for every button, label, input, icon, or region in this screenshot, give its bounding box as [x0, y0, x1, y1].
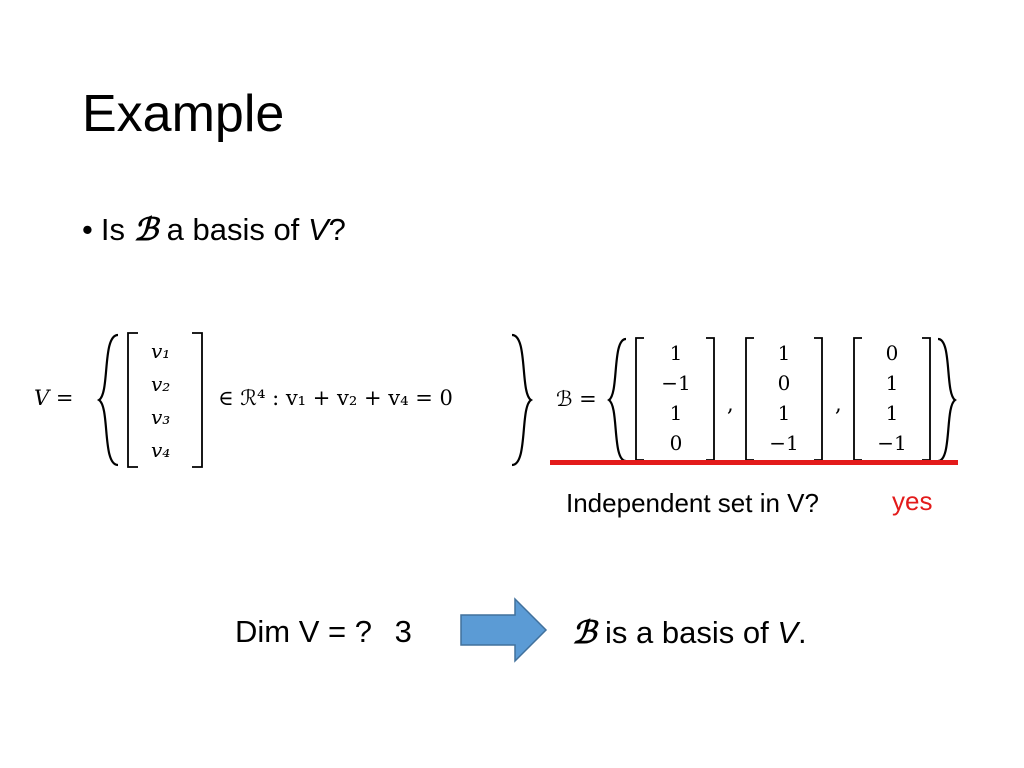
- basis-symbol: ℬ: [572, 615, 597, 651]
- b-vector-2: 1 0 1 −1: [749, 338, 819, 458]
- b-entry: −1: [769, 431, 799, 455]
- v-entry: v₂: [151, 372, 171, 396]
- b-vec2-right-bracket: [814, 337, 823, 461]
- v-entry: v₄: [151, 438, 171, 462]
- bullet-var: V: [307, 212, 329, 247]
- bullet-middle: a basis of: [166, 212, 300, 247]
- b-entry: 1: [885, 371, 899, 395]
- bullet-prefix: Is: [100, 212, 125, 247]
- b-entry: 0: [777, 371, 791, 395]
- independent-question: Independent set in V?: [566, 488, 819, 518]
- dimension-answer: 3: [394, 614, 412, 649]
- b-entry: 0: [669, 431, 683, 455]
- b-separator: ,: [727, 392, 734, 416]
- b-entry: 1: [777, 401, 791, 425]
- v-entry: v₃: [151, 405, 171, 429]
- bullet-suffix: ?: [328, 212, 346, 247]
- v-left-bracket: [127, 332, 138, 468]
- v-vector: v₁ v₂ v₃ v₄: [151, 335, 170, 467]
- independent-underline: [550, 460, 958, 465]
- v-entry: v₁: [151, 339, 171, 363]
- bullet-marker: •: [82, 212, 93, 247]
- b-entry: 1: [777, 341, 791, 365]
- dimension-line: Dim V = ? 3: [235, 612, 412, 652]
- v-right-bracket: [192, 332, 203, 468]
- b-vec3-right-bracket: [922, 337, 931, 461]
- slide-title: Example: [82, 85, 285, 143]
- b-entry: −1: [877, 431, 907, 455]
- b-entry: 1: [885, 401, 899, 425]
- v-def-lhs: V =: [34, 386, 74, 410]
- conclusion-line: ℬ is a basis of V.: [572, 613, 807, 653]
- b-entry: −1: [661, 371, 691, 395]
- conclusion-var: V: [777, 615, 799, 650]
- b-left-brace: [607, 337, 627, 463]
- basis-symbol: ℬ: [133, 212, 158, 248]
- b-entry: 1: [669, 401, 683, 425]
- v-condition: ∈ ℛ⁴ : v₁ + v₂ + v₄ = 0: [218, 386, 453, 410]
- v-left-brace: [96, 333, 119, 467]
- b-vec1-right-bracket: [706, 337, 715, 461]
- dimension-question: Dim V = ?: [235, 614, 372, 649]
- v-right-brace: [511, 333, 534, 467]
- b-right-brace: [937, 337, 957, 463]
- b-vector-3: 0 1 1 −1: [857, 338, 927, 458]
- b-def-lhs: ℬ =: [556, 387, 597, 411]
- b-separator: ,: [835, 392, 842, 416]
- b-entry: 0: [885, 341, 899, 365]
- right-arrow-icon: [460, 597, 548, 663]
- b-vector-1: 1 −1 1 0: [641, 338, 711, 458]
- independent-answer: yes: [892, 486, 933, 516]
- conclusion-end: .: [798, 615, 807, 650]
- b-entry: 1: [669, 341, 683, 365]
- conclusion-text: is a basis of: [605, 615, 769, 650]
- bullet-question: •Is ℬ a basis of V?: [82, 210, 346, 250]
